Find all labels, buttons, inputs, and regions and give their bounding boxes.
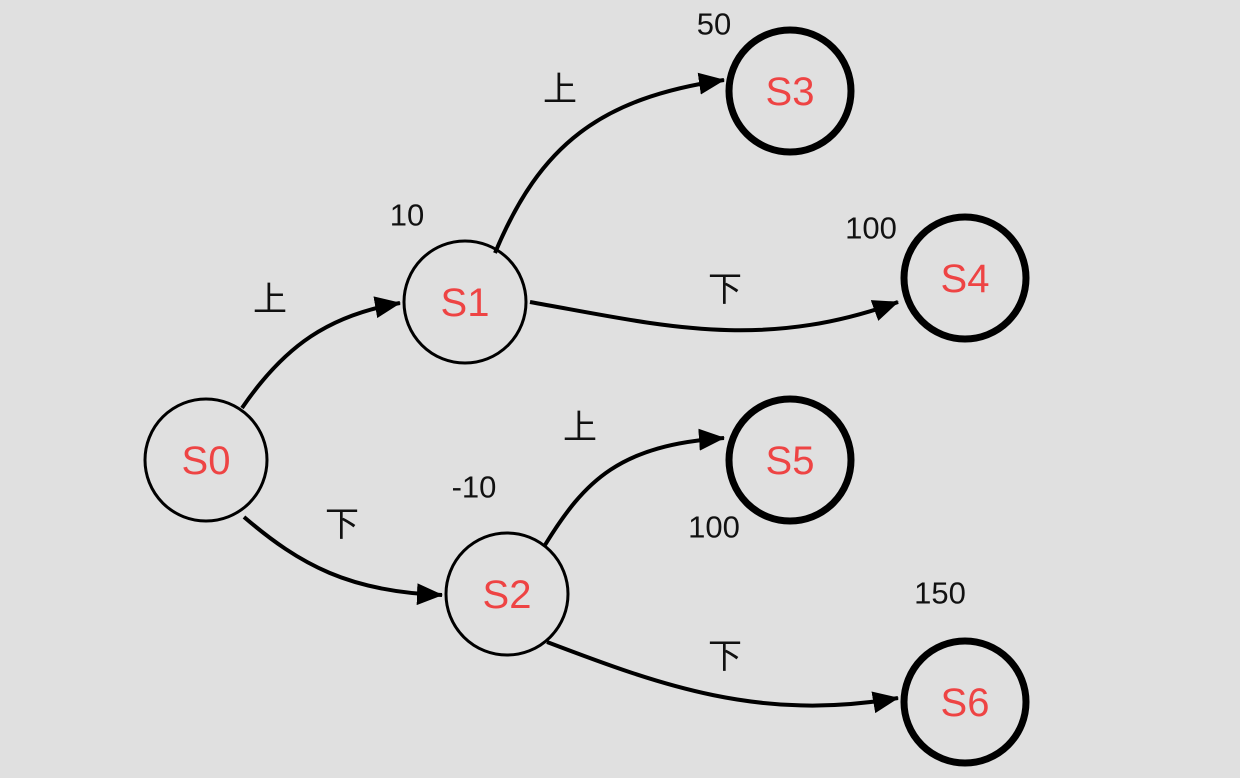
node-s4: S4 [900, 213, 1030, 343]
edge-label-s2-s5: 上 [563, 408, 597, 448]
edges [240, 72, 899, 714]
node-s2: S2 [444, 531, 570, 657]
node-s0: S0 [143, 397, 269, 523]
nodes: S0 S1 S2 S3 S4 S5 S6 [143, 26, 1030, 767]
node-s3: S3 [725, 26, 855, 156]
edge-s1-s3 [493, 72, 725, 254]
node-label-s1: S1 [441, 281, 490, 325]
edge-labels: 上 下 上 下 上 下 [253, 70, 742, 677]
value-label-s6: 150 [914, 576, 966, 611]
value-label-s4: 100 [845, 211, 897, 246]
edge-s2-s6 [546, 640, 899, 714]
node-label-s5: S5 [766, 439, 815, 483]
value-label-s5: 100 [688, 510, 740, 545]
edge-s1-s4 [529, 300, 899, 333]
value-labels: 10 -10 50 100 100 150 [390, 7, 966, 611]
edge-label-s0-s1: 上 [253, 280, 287, 320]
value-label-s3: 50 [697, 7, 731, 42]
edge-label-s2-s6: 下 [708, 637, 742, 677]
value-label-s2: -10 [452, 470, 497, 505]
edge-s0-s1 [240, 296, 401, 410]
node-s6: S6 [900, 637, 1030, 767]
edge-label-s1-s4: 下 [708, 270, 742, 310]
edge-s2-s5 [543, 428, 725, 547]
node-s1: S1 [402, 239, 528, 365]
edge-label-s1-s3: 上 [543, 70, 577, 110]
edge-label-s0-s2: 下 [325, 505, 359, 545]
node-label-s3: S3 [766, 70, 815, 114]
node-label-s6: S6 [941, 681, 990, 725]
node-label-s0: S0 [182, 439, 231, 483]
node-s5: S5 [725, 395, 855, 525]
node-label-s4: S4 [941, 257, 990, 301]
edge-s0-s2 [242, 515, 443, 606]
value-label-s1: 10 [390, 198, 424, 233]
node-label-s2: S2 [483, 573, 532, 617]
